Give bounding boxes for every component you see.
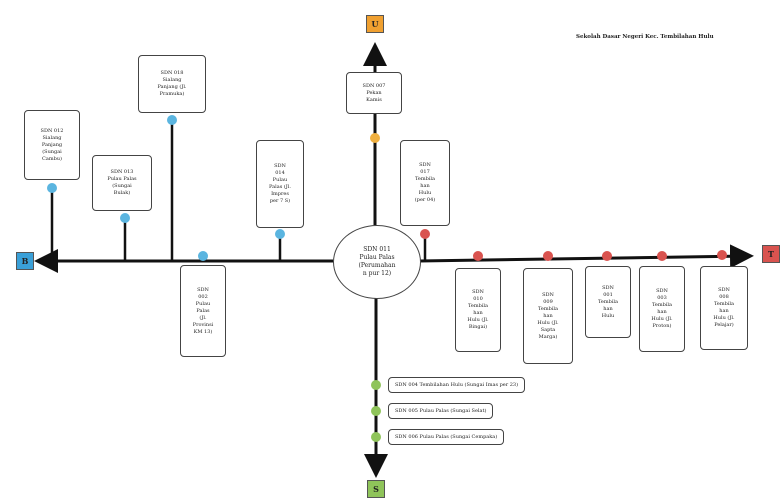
school-node-sdn004: SDN 004 Tembilahan Hulu (Sungai Imas per… xyxy=(388,377,526,393)
school-node-sdn005: SDN 005 Pulau Palas (Sungai Selat) xyxy=(388,403,494,419)
school-node-sdn007: SDN 007 Pekan Kamis xyxy=(346,72,402,114)
direction-east: T xyxy=(762,245,780,263)
school-label: SDN 003 Tembila han Hulu (Jl. Proton) xyxy=(651,288,673,329)
school-node-sdn010: SDN 010 Tembila han Hulu (Jl. Bingai) xyxy=(455,268,501,352)
school-label: SDN 017 Tembila han Hulu (per 04) xyxy=(414,162,436,203)
school-label: SDN 009 Tembila han Hulu (Jl. Sapta Marg… xyxy=(537,291,559,340)
school-label: SDN 013 Pulau Palas (Sungai Bulak) xyxy=(107,169,137,196)
node-dot xyxy=(120,213,130,223)
node-dot xyxy=(167,115,177,125)
node-dot xyxy=(47,183,57,193)
center-school-label: SDN 011 Pulau Palas (Perumahan n pur 12) xyxy=(358,246,396,277)
direction-west: B xyxy=(16,252,34,270)
node-dot xyxy=(420,229,430,239)
school-label: SDN 012 Sialang Panjang (Sungai Cambu) xyxy=(40,127,64,162)
node-dot xyxy=(275,229,285,239)
school-node-sdn014: SDN 014 Pulau Palas (Jl. Impres per 7 S) xyxy=(256,140,304,228)
school-label: SDN 001 Tembila han Hulu xyxy=(597,284,619,319)
school-label: SDN 018 Sialang Panjang (Jl. Pramuka) xyxy=(157,70,187,97)
diagram-title: Sekolah Dasar Negeri Kec. Tembilahan Hul… xyxy=(576,34,714,40)
school-node-sdn006: SDN 006 Pulau Palas (Sungai Cempaka) xyxy=(388,429,505,445)
node-dot xyxy=(371,380,381,390)
school-label: SDN 014 Pulau Palas (Jl. Impres per 7 S) xyxy=(269,163,291,204)
school-node-sdn003: SDN 003 Tembila han Hulu (Jl. Proton) xyxy=(639,266,685,352)
node-dot xyxy=(602,251,612,261)
node-dot xyxy=(371,432,381,442)
direction-north: U xyxy=(366,15,384,33)
node-dot xyxy=(473,251,483,261)
node-dot xyxy=(370,133,380,143)
school-label: SDN 002 Pulau Palas (Jl. Provinsi KM 13) xyxy=(192,286,214,335)
node-dot xyxy=(198,251,208,261)
school-node-sdn017: SDN 017 Tembila han Hulu (per 04) xyxy=(400,140,450,226)
node-dot xyxy=(543,251,553,261)
school-node-sdn001: SDN 001 Tembila han Hulu xyxy=(585,266,631,338)
school-label: SDN 010 Tembila han Hulu (Jl. Bingai) xyxy=(467,289,489,330)
school-node-sdn008: SDN 008 Tembila han Hulu (Jl. Pelajar) xyxy=(700,266,748,350)
node-dot xyxy=(717,250,727,260)
axis-east xyxy=(418,244,754,269)
school-node-sdn002: SDN 002 Pulau Palas (Jl. Provinsi KM 13) xyxy=(180,265,226,357)
school-node-sdn009: SDN 009 Tembila han Hulu (Jl. Sapta Marg… xyxy=(523,268,573,364)
center-school-node: SDN 011 Pulau Palas (Perumahan n pur 12) xyxy=(333,225,421,299)
school-label: SDN 008 Tembila han Hulu (Jl. Pelajar) xyxy=(713,287,735,328)
school-node-sdn012: SDN 012 Sialang Panjang (Sungai Cambu) xyxy=(24,110,80,180)
school-node-sdn013: SDN 013 Pulau Palas (Sungai Bulak) xyxy=(92,155,152,211)
node-dot xyxy=(371,406,381,416)
school-label: SDN 007 Pekan Kamis xyxy=(362,82,386,103)
school-node-sdn018: SDN 018 Sialang Panjang (Jl. Pramuka) xyxy=(138,55,206,113)
direction-south: S xyxy=(367,480,385,498)
node-dot xyxy=(657,251,667,261)
